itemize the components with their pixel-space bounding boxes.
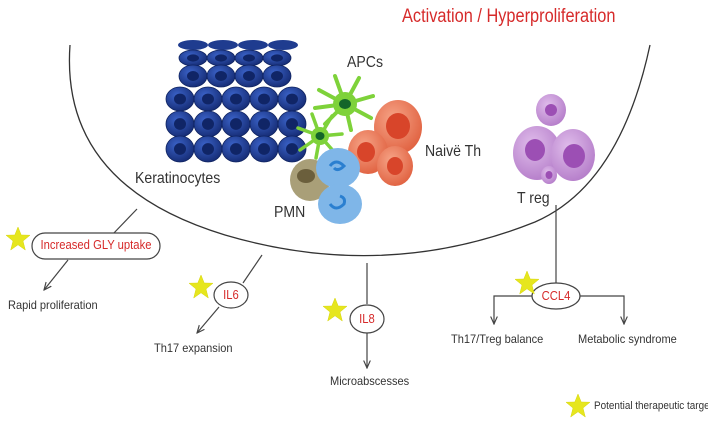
label-apcs: APCs bbox=[347, 54, 383, 71]
star-icon bbox=[188, 274, 214, 299]
gly-node bbox=[31, 232, 161, 260]
il8-node bbox=[349, 304, 385, 334]
arrow-rapid-proliferation bbox=[44, 259, 69, 290]
keratinocyte-nucleus bbox=[230, 143, 242, 155]
connector-il6 bbox=[242, 254, 263, 284]
il8-node-label: IL8 bbox=[359, 312, 375, 326]
outcome-metabolic-syndrome: Metabolic syndrome bbox=[578, 332, 677, 346]
il6-node-label: IL6 bbox=[223, 288, 239, 302]
keratinocyte-nucleus bbox=[271, 71, 283, 81]
keratinocyte-nucleus bbox=[174, 118, 186, 130]
keratinocyte-cell bbox=[238, 40, 268, 50]
keratinocyte-nucleus bbox=[187, 71, 199, 81]
keratinocyte-cell bbox=[178, 40, 208, 50]
keratinocyte-nucleus bbox=[174, 143, 186, 155]
connector-gly bbox=[111, 208, 138, 236]
keratinocyte-nucleus bbox=[286, 118, 298, 130]
keratinocyte-nucleus bbox=[202, 118, 214, 130]
keratinocyte-nucleus bbox=[230, 118, 242, 130]
arrow-th17-treg bbox=[494, 295, 532, 324]
arrow-metabolic bbox=[580, 295, 624, 324]
keratinocyte-nucleus bbox=[174, 93, 186, 105]
apc-cell bbox=[296, 112, 344, 160]
label-naive-th: Naivë Th bbox=[425, 143, 482, 160]
keratinocyte-nucleus bbox=[230, 93, 242, 105]
keratinocyte-nucleus bbox=[258, 93, 270, 105]
keratinocyte-nucleus bbox=[202, 143, 214, 155]
apc-cell bbox=[313, 74, 375, 132]
keratinocyte-nucleus bbox=[243, 71, 255, 81]
outcome-th17-treg-balance: Th17/Treg balance bbox=[451, 332, 544, 346]
keratinocyte-cell bbox=[268, 40, 298, 50]
label-keratinocytes: Keratinocytes bbox=[135, 170, 221, 187]
keratinocyte-nucleus bbox=[271, 54, 283, 62]
il6-node bbox=[213, 281, 249, 309]
arrow-th17-expansion bbox=[197, 306, 220, 333]
star-icon bbox=[565, 393, 591, 418]
star-icon bbox=[322, 297, 348, 322]
keratinocyte-nucleus bbox=[215, 71, 227, 81]
keratinocyte-nucleus bbox=[258, 118, 270, 130]
keratinocyte-cell bbox=[208, 40, 238, 50]
keratinocytes-cluster bbox=[165, 40, 307, 163]
gly-node-label: Increased GLY uptake bbox=[40, 238, 152, 252]
treg-cells bbox=[513, 94, 595, 184]
outcome-rapid-proliferation: Rapid proliferation bbox=[8, 298, 98, 312]
keratinocyte-nucleus bbox=[243, 54, 255, 62]
ccl4-node-label: CCL4 bbox=[541, 289, 571, 303]
activation-arc bbox=[68, 44, 651, 257]
keratinocyte-nucleus bbox=[202, 93, 214, 105]
keratinocyte-nucleus bbox=[286, 143, 298, 155]
keratinocyte-nucleus bbox=[187, 54, 199, 62]
pmn-cells bbox=[290, 148, 362, 224]
label-pmn: PMN bbox=[274, 204, 306, 221]
star-icon bbox=[5, 226, 31, 251]
diagram-title: Activation / Hyperproliferation bbox=[402, 6, 616, 27]
keratinocyte-nucleus bbox=[215, 54, 227, 62]
keratinocyte-nucleus bbox=[286, 93, 298, 105]
outcome-th17-expansion: Th17 expansion bbox=[154, 341, 233, 355]
outcome-microabscesses: Microabscesses bbox=[330, 374, 410, 388]
label-treg: T reg bbox=[517, 190, 550, 207]
ccl4-node bbox=[531, 282, 581, 310]
legend-label: Potential therapeutic target bbox=[594, 400, 708, 412]
keratinocyte-nucleus bbox=[258, 143, 270, 155]
